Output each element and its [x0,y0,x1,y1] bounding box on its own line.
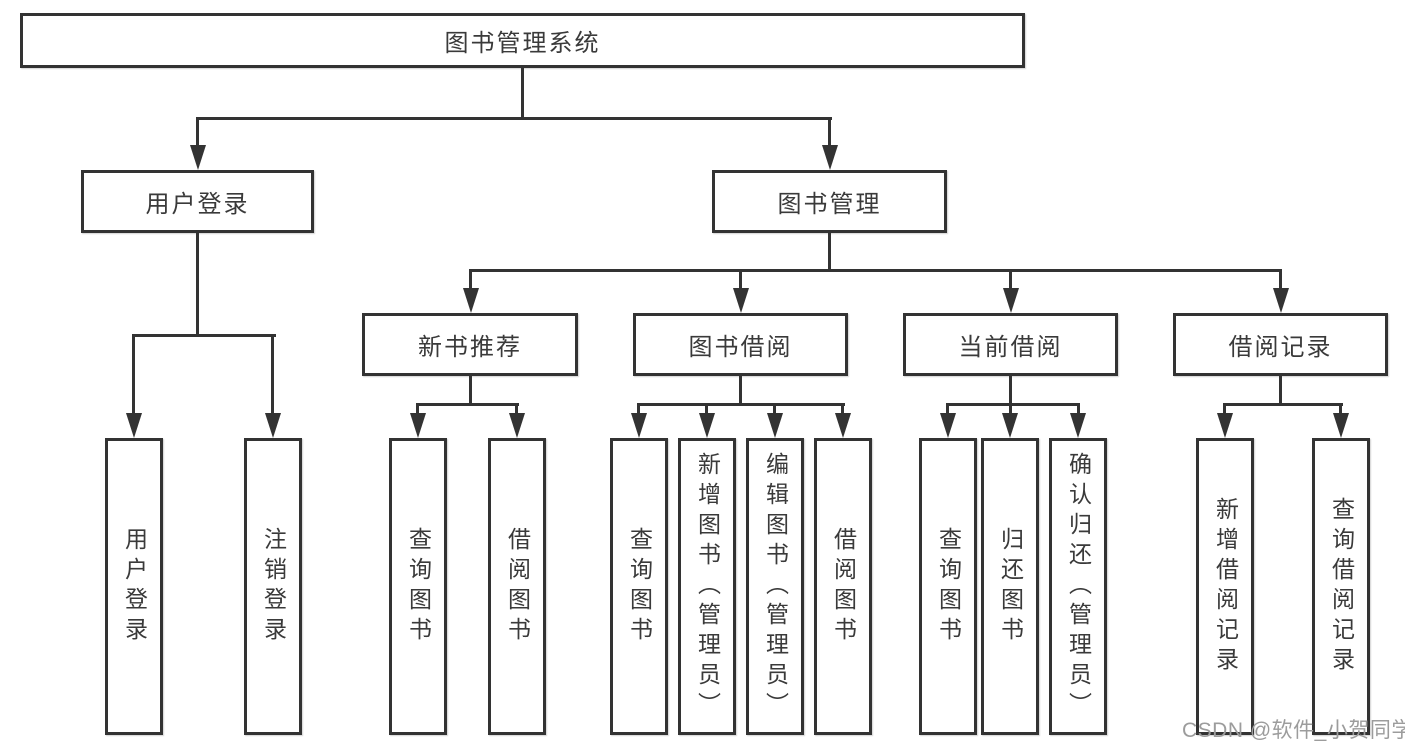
connector-line [515,403,518,415]
connector-arrow-down [463,288,479,313]
leaf-borrow-book: 借阅图书 [814,438,872,735]
leaf-add-book-admin: 新增图书（管理员） [678,438,736,735]
node-label: 图书管理系统 [444,30,601,57]
connector-arrow-down [822,145,838,170]
connector-line [946,403,1080,406]
connector-line [196,117,832,120]
connector-arrow-down [835,413,851,438]
connector-line [946,403,949,415]
connector-line [1279,269,1282,291]
connector-line [705,403,708,415]
connector-line [196,117,199,148]
connector-arrow-down [733,288,749,313]
leaf-query-book: 查询图书 [610,438,668,735]
csdn-watermark: CSDN @软件_小贺同学 [1182,719,1405,742]
connector-line [637,403,640,415]
connector-line [521,66,524,119]
node-book-borrow: 图书借阅 [633,313,848,376]
leaf-label: 查询图书 [935,526,962,647]
connector-arrow-down [1070,413,1086,438]
connector-arrow-down [1003,288,1019,313]
node-user-login: 用户登录 [81,170,314,233]
connector-arrow-down [265,413,281,438]
leaf-label: 查询借阅记录 [1328,496,1355,677]
connector-line [132,334,135,414]
node-label: 新书推荐 [418,334,522,361]
connector-line [828,233,831,272]
leaf-label: 归还图书 [997,526,1024,647]
connector-arrow-down [1273,288,1289,313]
connector-line [841,403,844,415]
connector-arrow-down [190,145,206,170]
connector-line [739,376,742,406]
connector-arrow-down [410,413,426,438]
leaf-add-borrow-record: 新增借阅记录 [1196,438,1254,735]
connector-line [637,403,845,406]
leaf-return-book: 归还图书 [981,438,1039,735]
connector-arrow-down [1002,413,1018,438]
node-library-system: 图书管理系统 [20,13,1025,68]
connector-arrow-down [699,413,715,438]
connector-line [828,117,831,148]
connector-line [1009,269,1012,291]
connector-arrow-down [1333,413,1349,438]
connector-arrow-down [940,413,956,438]
leaf-label: 编辑图书（管理员） [762,451,789,722]
leaf-label: 注销登录 [260,526,287,647]
leaf-label: 借阅图书 [830,526,857,647]
connector-arrow-down [631,413,647,438]
leaf-query-book: 查询图书 [919,438,977,735]
connector-arrow-down [767,413,783,438]
connector-line [416,403,519,406]
node-label: 用户登录 [145,191,250,218]
node-borrow-record: 借阅记录 [1173,313,1388,376]
connector-line [739,269,742,291]
leaf-confirm-return-admin: 确认归还（管理员） [1049,438,1107,735]
connector-line [1009,403,1012,415]
leaf-query-book: 查询图书 [389,438,447,735]
leaf-edit-book-admin: 编辑图书（管理员） [746,438,804,735]
node-label: 图书管理 [777,191,882,218]
connector-line [132,334,276,337]
connector-line [773,403,776,415]
connector-line [196,233,199,337]
connector-line [1223,403,1226,415]
node-label: 图书借阅 [688,334,793,361]
node-new-book-recommend: 新书推荐 [362,313,578,376]
connector-arrow-down [1217,413,1233,438]
leaf-label: 新增图书（管理员） [694,451,721,722]
connector-arrow-down [126,413,142,438]
leaf-label: 新增借阅记录 [1212,496,1239,677]
node-label: 借阅记录 [1228,334,1333,361]
node-label: 当前借阅 [958,334,1063,361]
connector-line [1009,376,1012,406]
leaf-label: 确认归还（管理员） [1065,451,1092,722]
connector-line [469,376,472,406]
connector-line [1077,403,1080,415]
leaf-label: 查询图书 [626,526,653,647]
node-current-borrow: 当前借阅 [903,313,1118,376]
leaf-label: 借阅图书 [504,526,531,647]
connector-line [1223,403,1343,406]
node-book-management: 图书管理 [712,170,947,233]
leaf-query-borrow-record: 查询借阅记录 [1312,438,1370,735]
connector-line [1279,376,1282,406]
leaf-label: 用户登录 [121,526,148,647]
connector-line [1339,403,1342,415]
leaf-logout: 注销登录 [244,438,302,735]
leaf-borrow-book: 借阅图书 [488,438,546,735]
leaf-label: 查询图书 [405,526,432,647]
connector-line [469,269,472,291]
connector-line [271,334,274,414]
leaf-user-login: 用户登录 [105,438,163,735]
connector-line [469,269,1282,272]
connector-arrow-down [509,413,525,438]
connector-line [416,403,419,415]
